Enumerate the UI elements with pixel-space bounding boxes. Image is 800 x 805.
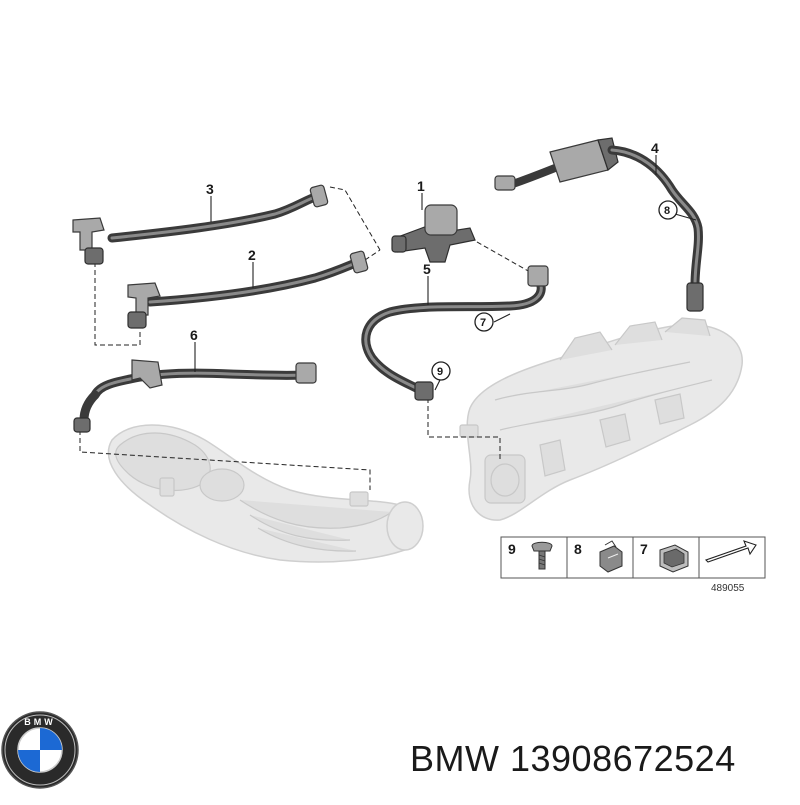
callout-3: 3: [206, 181, 214, 197]
hose-6: [73, 359, 317, 433]
part-number-caption: BMW 13908672524: [410, 738, 736, 779]
callout-1: 1: [417, 178, 425, 194]
legend-cell-7: 7: [640, 541, 648, 557]
diagram-reference-number: 489055: [711, 583, 745, 594]
svg-text:9: 9: [437, 366, 443, 378]
intake-manifold-ghost: [459, 317, 743, 521]
callout-2: 2: [248, 247, 256, 263]
clip-icon: [599, 540, 623, 573]
legend-cell-9: 9: [508, 541, 516, 557]
hose-2: [127, 250, 369, 329]
callout-5: 5: [423, 261, 431, 277]
callout-leaders: [194, 155, 697, 391]
circled-callout-8: 8: [658, 200, 678, 220]
intake-duct-ghost: [107, 424, 424, 563]
svg-text:7: 7: [480, 317, 486, 329]
arrow-icon: [704, 540, 757, 563]
dashed-leaders: [79, 186, 531, 490]
circled-callout-7: 7: [474, 312, 494, 332]
circled-callout-9: 9: [431, 361, 451, 381]
hose-4: [494, 137, 704, 312]
valve-1: [391, 204, 476, 263]
svg-text:8: 8: [664, 205, 670, 217]
parts-legend: 9 8 7 489055: [500, 536, 766, 594]
hose-5: [361, 265, 549, 401]
legend-cell-8: 8: [574, 541, 582, 557]
callout-6: 6: [190, 327, 198, 343]
screw-icon: [531, 541, 553, 570]
callout-4: 4: [651, 140, 659, 156]
bmw-logo-letters: BMW: [24, 717, 56, 727]
bmw-logo: BMW: [1, 711, 79, 789]
bracket-clip-icon: [659, 544, 689, 573]
hose-3: [72, 184, 329, 265]
